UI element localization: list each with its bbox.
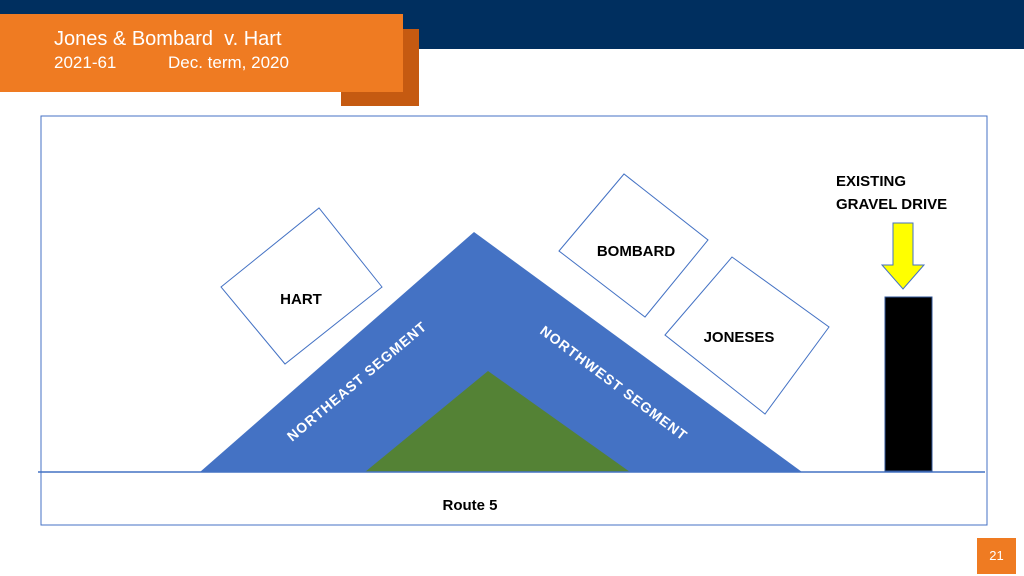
gravel-drive [884, 296, 933, 472]
joneses-lot [664, 256, 830, 415]
title-block: Jones & Bombard v. Hart 2021-61 Dec. term… [0, 14, 403, 92]
bombard-label: BOMBARD [597, 243, 675, 260]
arrow-down-icon [880, 222, 926, 290]
right-edge-strip [1003, 49, 1024, 576]
route-5-label: Route 5 [442, 497, 497, 514]
page-number: 21 [977, 538, 1016, 574]
right-of-way-shape [200, 232, 802, 472]
case-subtitle: 2021-61 Dec. term, 2020 [54, 52, 403, 74]
diagram-frame [40, 115, 988, 526]
hart-label: HART [280, 291, 322, 308]
case-title: Jones & Bombard v. Hart [54, 28, 282, 50]
joneses-label: JONESES [704, 329, 775, 346]
case-number: 2021-61 [54, 53, 117, 72]
hart-lot [220, 207, 383, 365]
gravel-drive-label-line2: GRAVEL DRIVE [836, 196, 947, 213]
bombard-lot [558, 173, 709, 318]
gravel-drive-label-line1: EXISTING [836, 173, 906, 190]
interior-parcel-shape [365, 371, 630, 472]
case-term: Dec. term, 2020 [168, 53, 289, 72]
